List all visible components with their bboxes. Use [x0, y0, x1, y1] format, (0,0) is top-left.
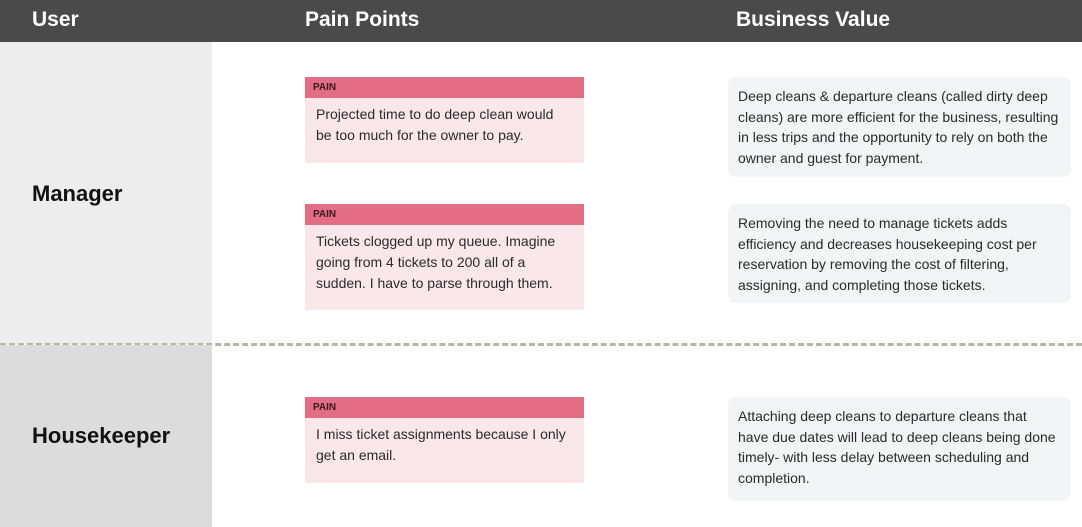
value-card-housekeeper-1: Attaching deep cleans to departure clean…: [728, 397, 1071, 501]
value-card-manager-2: Removing the need to manage tickets adds…: [728, 204, 1071, 303]
row-divider: [0, 343, 1082, 346]
user-cell-housekeeper: Housekeeper: [0, 345, 212, 527]
table-header: User Pain Points Business Value: [0, 0, 1082, 42]
user-cell-manager: Manager: [0, 42, 212, 344]
user-label-manager: Manager: [32, 181, 123, 206]
header-user: User: [32, 8, 79, 31]
pain-text: Tickets clogged up my queue. Imagine goi…: [316, 233, 556, 291]
value-text: Removing the need to manage tickets adds…: [738, 215, 1037, 293]
value-card-manager-1: Deep cleans & departure cleans (called d…: [728, 77, 1071, 177]
pain-tag: PAIN: [305, 397, 584, 418]
value-text: Attaching deep cleans to departure clean…: [738, 408, 1056, 486]
user-label-housekeeper: Housekeeper: [32, 423, 171, 448]
pain-card-manager-1: PAIN Projected time to do deep clean wou…: [305, 77, 584, 163]
pain-card-manager-2: PAIN Tickets clogged up my queue. Imagin…: [305, 204, 584, 310]
pain-text: I miss ticket assignments because I only…: [316, 426, 566, 463]
pain-text: Projected time to do deep clean would be…: [316, 106, 554, 143]
value-text: Deep cleans & departure cleans (called d…: [738, 88, 1059, 166]
pain-tag: PAIN: [305, 77, 584, 98]
header-business-value: Business Value: [736, 8, 891, 31]
header-pain-points: Pain Points: [305, 8, 420, 31]
pain-card-housekeeper-1: PAIN I miss ticket assignments because I…: [305, 397, 584, 483]
pain-tag: PAIN: [305, 204, 584, 225]
